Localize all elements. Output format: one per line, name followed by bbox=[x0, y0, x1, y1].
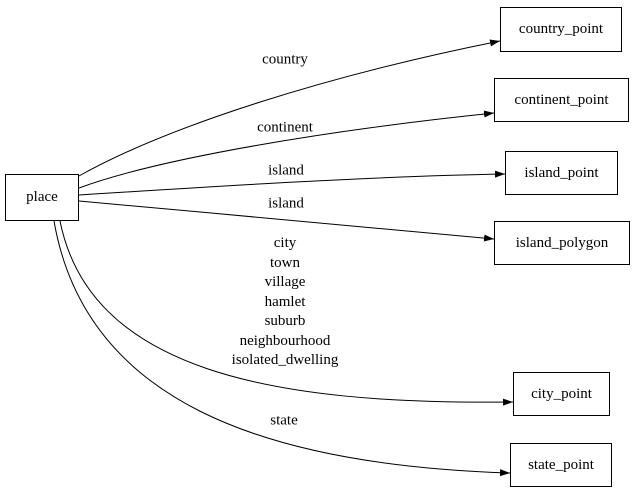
node-place: place bbox=[5, 174, 79, 221]
edge-place-country_point bbox=[78, 39, 501, 177]
edge-label-state: state bbox=[270, 412, 298, 429]
edge-place-state_point bbox=[53, 220, 511, 477]
node-island-polygon: island_polygon bbox=[494, 221, 630, 265]
edge-place-island_point bbox=[78, 170, 506, 196]
node-state-point: state_point bbox=[510, 443, 612, 487]
edge-label-island-polygon: island bbox=[268, 195, 304, 212]
node-island-point: island_point bbox=[505, 151, 618, 195]
edge-label-island-point: island bbox=[268, 162, 304, 179]
edge-place-island_polygon bbox=[78, 200, 495, 242]
edge-label-country: country bbox=[262, 51, 308, 68]
edge-place-city_point bbox=[59, 220, 514, 406]
node-city-point: city_point bbox=[513, 372, 610, 416]
node-country-point: country_point bbox=[500, 7, 622, 52]
edge-label-continent: continent bbox=[257, 119, 313, 136]
edge-place-continent_point bbox=[78, 110, 495, 189]
node-continent-point: continent_point bbox=[494, 78, 629, 122]
edge-label-city-variants: city town village hamlet suburb neighbou… bbox=[231, 234, 339, 368]
